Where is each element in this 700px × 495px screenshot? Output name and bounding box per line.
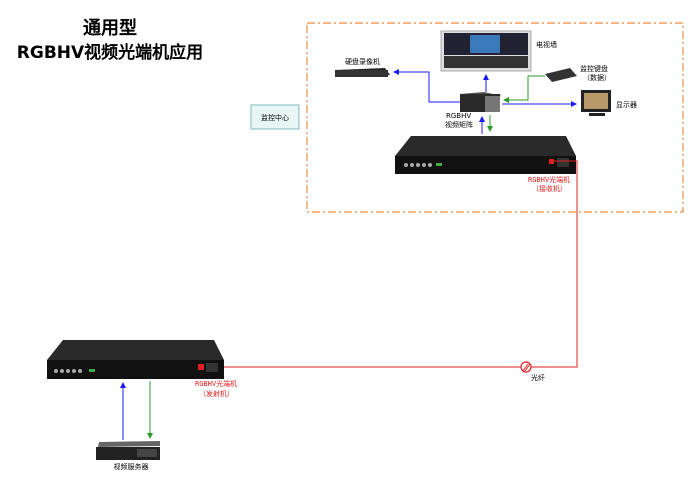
control-keyboard [545, 68, 577, 82]
tv-wall [440, 30, 532, 72]
control-center-boundary [306, 22, 684, 213]
dvr [335, 68, 390, 77]
tv-wall-label: 电视墙 [536, 40, 557, 49]
dvr-label: 硬盘录像机 [345, 57, 380, 66]
server-label: 视频服务器 [114, 462, 149, 471]
title-line1: 通用型 [83, 18, 137, 39]
fiber-line [210, 160, 578, 368]
transmitter-label-1: RGBHV光端机 [195, 379, 237, 388]
fiber-icon [520, 361, 532, 373]
video-server [96, 441, 160, 460]
receiver-unit [395, 136, 576, 174]
transmitter-label-2: （发射机） [199, 389, 234, 398]
matrix-label-2: 视频矩阵 [445, 120, 473, 129]
control-center-box [250, 104, 300, 130]
video-matrix [460, 92, 502, 112]
matrix-to-dvr-line [393, 69, 460, 103]
keyboard-to-matrix-line [503, 75, 545, 103]
matrix-label-1: RGBHV [446, 112, 471, 120]
transmitter-unit [47, 340, 224, 379]
fiber-label: 光纤 [531, 373, 545, 382]
monitor-label: 显示器 [616, 101, 637, 109]
monitor [581, 90, 611, 116]
receiver-label-1: RGBHV光端机 [528, 175, 570, 184]
receiver-label-2: （接收机） [532, 184, 567, 193]
control-center-label: 监控中心 [261, 113, 289, 122]
title-line2: RGBHV视频光端机应用 [16, 43, 204, 63]
keyboard-label-2: （数据） [583, 73, 611, 82]
keyboard-label-1: 监控键盘 [580, 64, 608, 73]
